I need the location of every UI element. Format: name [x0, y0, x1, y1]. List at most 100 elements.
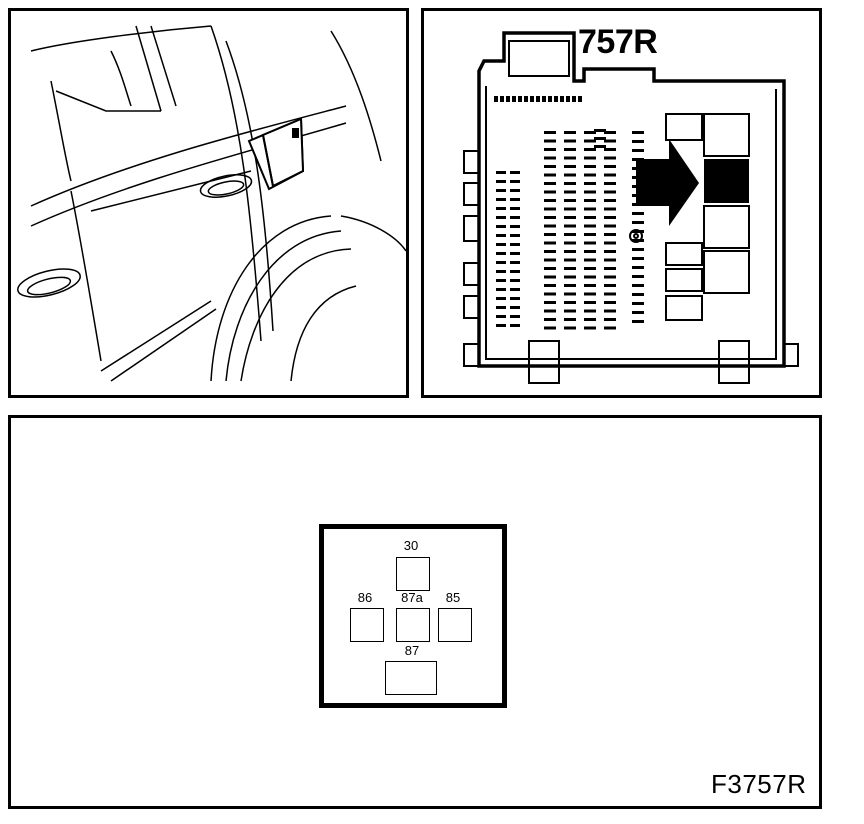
fuse-slot [584, 326, 596, 330]
fuse-slot [496, 261, 506, 264]
pin-label-87a: 87a [401, 590, 423, 605]
fuse-slot [604, 250, 616, 253]
fuse-slot [564, 267, 576, 270]
fuse-slot [496, 198, 506, 201]
fuse-slot [632, 257, 644, 260]
highlighted-relay [704, 159, 749, 203]
fuse-slot [632, 311, 644, 314]
fuse-slot [510, 270, 520, 273]
fuse-slot [544, 139, 556, 143]
fuse-slot [564, 309, 576, 313]
pin-86 [350, 608, 384, 642]
fuse-slot [496, 171, 506, 174]
car-location-panel [8, 8, 409, 398]
fuse-slot [564, 224, 576, 228]
fuse-slot [524, 96, 528, 102]
fuse-slot [632, 266, 644, 269]
fuse-box-panel: 757R [421, 8, 822, 398]
fuse-slot [632, 176, 644, 179]
fuse-slot [604, 190, 616, 194]
fuse-slot [496, 315, 506, 318]
fuse-slot [564, 216, 576, 219]
fuse-slot [604, 182, 616, 185]
fuse-slot [544, 284, 556, 287]
fuse-slot [632, 194, 644, 197]
fuse-slot [544, 165, 556, 168]
fuse-slot [496, 180, 506, 183]
fuse-slot [510, 180, 520, 183]
fuse-slot [584, 250, 596, 253]
fuse-slot [510, 261, 520, 264]
fuse-slot [510, 315, 520, 318]
fuse-slot [604, 284, 616, 287]
fuse-slot [544, 148, 556, 151]
fuse-slot [544, 190, 556, 194]
fuse-slot [572, 96, 576, 102]
fuse-slot [496, 216, 506, 219]
fuse-slot [496, 297, 506, 300]
fuse-slot [494, 96, 498, 102]
fuse-slot [604, 156, 616, 160]
fuse-slot [544, 309, 556, 313]
fuse-slot [604, 207, 616, 211]
fuse-slot [518, 96, 522, 102]
fuse-slot [594, 145, 606, 148]
fuse-slot [632, 185, 644, 188]
fuse-slot [510, 234, 520, 237]
fuse-slot [564, 156, 576, 160]
fuse-slot [632, 248, 644, 251]
fuse-slot [500, 96, 504, 102]
fuse-slot [604, 199, 616, 202]
fuse-slot [564, 318, 576, 321]
pin-label-86: 86 [357, 590, 373, 605]
fuse-slot [584, 165, 596, 168]
fuse-slot [544, 301, 556, 304]
fuse-slot [564, 292, 576, 296]
fuse-slot [510, 225, 520, 228]
fuse-slot [544, 224, 556, 228]
fuse-slot [510, 207, 520, 210]
fuse-slot [564, 301, 576, 304]
fuse-slot [496, 252, 506, 255]
fuse-slot [632, 131, 644, 134]
fuse-slot [564, 258, 576, 262]
fuse-slot [496, 324, 506, 327]
pin-30 [396, 557, 430, 591]
fuse-slot [544, 207, 556, 211]
fuse-slot [632, 203, 644, 206]
fuse-slot [544, 258, 556, 262]
fuse-slot [510, 297, 520, 300]
fuse-slot [604, 173, 616, 177]
fuse-box-label: 757R [578, 23, 658, 61]
fuse-slot [510, 324, 520, 327]
fuse-slot [584, 190, 596, 194]
fuse-slot [510, 288, 520, 291]
car-door-illustration [17, 25, 406, 382]
fuse-slot [510, 243, 520, 246]
fuse-slot [564, 139, 576, 143]
fuse-slot [584, 284, 596, 287]
fuse-slot [544, 326, 556, 330]
fuse-slot [544, 267, 556, 270]
fuse-slot [632, 302, 644, 305]
fuse-slot [544, 199, 556, 202]
fuse-slot [584, 301, 596, 304]
fuse-slot [542, 96, 546, 102]
fuse-slot [544, 173, 556, 177]
fuse-slot [604, 165, 616, 168]
fuse-slot [544, 250, 556, 253]
fuse-slot [584, 156, 596, 160]
fuse-slot [496, 225, 506, 228]
fuse-slot [560, 96, 564, 102]
fuse-slot [544, 292, 556, 296]
fuse-slot [510, 189, 520, 192]
fuse-slot [564, 326, 576, 330]
fuse-slot [604, 301, 616, 304]
fuse-slot [604, 139, 616, 143]
fuse-slot [496, 270, 506, 273]
fuse-slot [632, 284, 644, 287]
fuse-slot [510, 279, 520, 282]
fuse-slot [512, 96, 516, 102]
fuse-slot [604, 148, 616, 151]
fuse-slot [510, 171, 520, 174]
